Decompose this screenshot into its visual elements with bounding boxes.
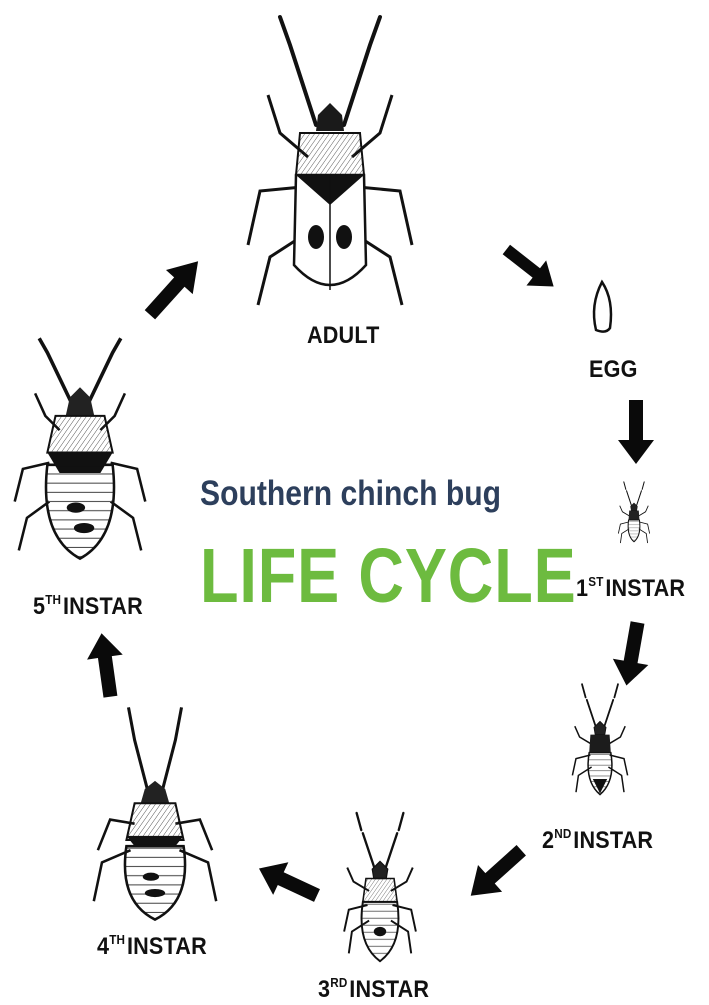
stage-text: INSTAR (127, 933, 207, 960)
adult-bug-icon (248, 17, 412, 305)
stage-label-instar-4: 4THINSTAR (97, 932, 207, 961)
stage-label-egg: EGG (589, 356, 638, 384)
fifth-instar-icon (15, 338, 146, 558)
stage-text: INSTAR (63, 593, 143, 620)
diagram-title: LIFE CYCLE (200, 532, 577, 621)
stage-suffix: ST (588, 574, 603, 589)
stage-number: 2 (542, 827, 554, 854)
stage-suffix: TH (45, 592, 61, 607)
third-instar-icon (344, 813, 416, 961)
stage-number: 4 (97, 933, 109, 960)
stage-label-instar-2: 2NDINSTAR (542, 826, 653, 855)
stage-text: INSTAR (349, 976, 429, 1003)
stage-number: 5 (33, 593, 45, 620)
stage-suffix: ND (554, 826, 571, 841)
fourth-instar-icon (94, 707, 216, 919)
stage-label-instar-3: 3RDINSTAR (318, 975, 429, 1004)
stage-label-adult: ADULT (307, 322, 379, 350)
second-instar-icon (572, 684, 627, 794)
stage-number: 1 (576, 575, 588, 602)
stage-suffix: RD (330, 975, 347, 990)
stage-text: INSTAR (573, 827, 653, 854)
stage-suffix: TH (109, 932, 125, 947)
stage-label-instar-1: 1STINSTAR (576, 574, 685, 603)
stage-label-instar-5: 5THINSTAR (33, 592, 143, 621)
egg-icon (594, 282, 611, 332)
stage-text: INSTAR (605, 575, 685, 602)
stage-number: 3 (318, 976, 330, 1003)
diagram-subtitle: Southern chinch bug (200, 474, 501, 514)
first-instar-icon (618, 482, 649, 543)
